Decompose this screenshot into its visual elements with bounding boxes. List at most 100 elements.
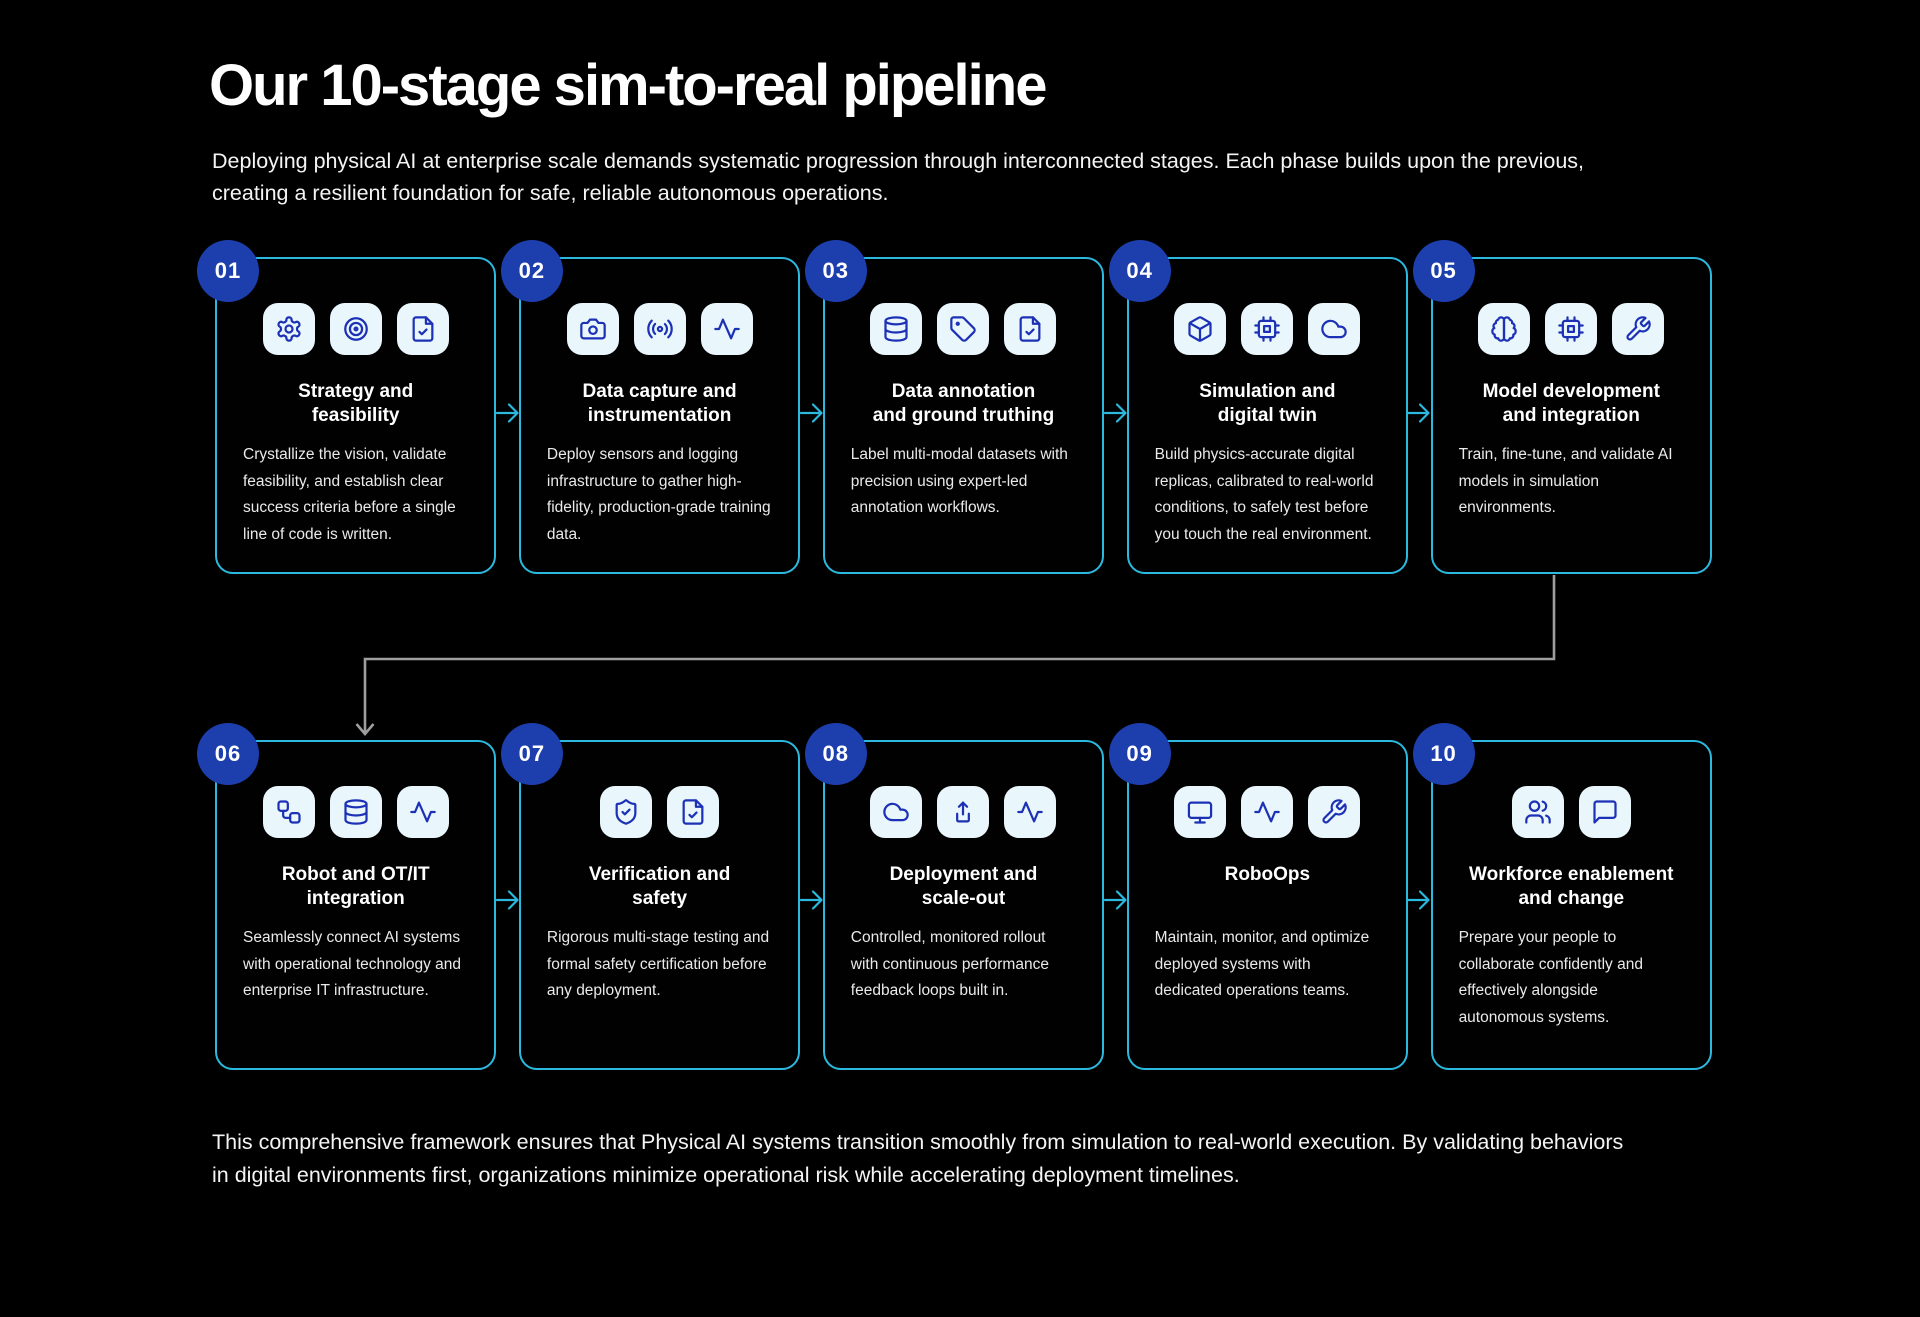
- icon-tile: [1308, 786, 1361, 838]
- icon-tile: [262, 786, 315, 838]
- stage-card-02: 02 Data capture and instrumentation Depl…: [500, 240, 801, 574]
- icon-tile: [329, 303, 382, 355]
- stage-description: Train, fine-tune, and validate AI models…: [1458, 446, 1673, 516]
- target-icon: [343, 317, 368, 341]
- icon-tile: [396, 303, 449, 355]
- monitor-icon: [1188, 801, 1213, 824]
- stage-number-badge: 08: [804, 723, 867, 785]
- stage-card-09: 09 RoboOps Maintain, monitor, and optimi…: [1108, 723, 1409, 1070]
- icon-tile: [1174, 786, 1227, 838]
- icon-tile: [633, 303, 686, 355]
- workflow-icon: [277, 800, 301, 824]
- icon-tile: [329, 786, 382, 838]
- wrench-icon: [1322, 799, 1348, 824]
- icon-tile: [667, 786, 720, 838]
- icon-tile: [870, 303, 923, 355]
- stage-card-03: 03 Data annotation and ground truthing L…: [804, 240, 1105, 574]
- stage-number-badge: 10: [1412, 723, 1475, 785]
- stage-title: Simulation and digital twin: [1199, 381, 1336, 426]
- stage-description: Build physics-accurate digital replicas,…: [1154, 446, 1374, 543]
- stage-description: Crystallize the vision, validate feasibi…: [243, 446, 456, 543]
- stage-number-badge: 03: [804, 240, 867, 302]
- activity-icon: [713, 318, 740, 340]
- chip-icon: [1254, 316, 1281, 342]
- icon-tile-row: [217, 786, 494, 838]
- icon-tile: [870, 786, 923, 838]
- activity-icon: [1017, 801, 1044, 823]
- icon-tile: [1511, 786, 1564, 838]
- icon-tile-row: [825, 786, 1102, 838]
- stage-card-01: 01 Strategy and feasibility Crystallize …: [197, 240, 497, 574]
- broadcast-icon: [646, 319, 673, 339]
- brain-icon: [1491, 316, 1518, 342]
- page-subtitle: Deploying physical AI at enterprise scal…: [212, 149, 1585, 205]
- stage-description: Prepare your people to collaborate confi…: [1458, 929, 1643, 1026]
- stage-number: 06: [214, 741, 242, 766]
- icon-tile-row: [521, 303, 798, 355]
- icon-tile: [396, 786, 449, 838]
- stage-number-badge: 02: [500, 240, 563, 302]
- flow-arrow-icon: [495, 400, 520, 426]
- flow-arrow-icon: [1103, 887, 1128, 913]
- cube-icon: [1188, 316, 1212, 342]
- gear-icon: [277, 316, 301, 342]
- stage-description: Deploy sensors and logging infrastructur…: [546, 446, 771, 543]
- stage-card-08: 08 Deployment and scale-out Controlled, …: [804, 723, 1105, 1070]
- stage-card-05: 05 Model development and integration Tra…: [1412, 240, 1712, 574]
- icon-tile: [1004, 786, 1057, 838]
- file-check-icon: [682, 799, 704, 825]
- stage-description: Controlled, monitored rollout with conti…: [850, 929, 1049, 999]
- stage-description: Label multi-modal datasets with precisio…: [850, 446, 1068, 516]
- flow-arrow-icon: [799, 887, 824, 913]
- stage-card-04: 04 Simulation and digital twin Build phy…: [1108, 240, 1409, 574]
- pipeline-row-2: 06 Robot and OT/IT integration Seamlessl…: [197, 723, 1712, 1070]
- icon-tile: [1004, 303, 1057, 355]
- tag-icon: [950, 316, 977, 342]
- icon-tile: [566, 303, 619, 355]
- icon-tile-row: [521, 786, 798, 838]
- icon-tile: [600, 786, 653, 838]
- icon-tile: [1612, 303, 1665, 355]
- flow-arrow-icon: [1103, 400, 1128, 426]
- page-footer: This comprehensive framework ensures tha…: [212, 1130, 1624, 1187]
- stage-number-badge: 04: [1108, 240, 1171, 302]
- flow-arrow-icon: [495, 887, 520, 913]
- icon-tile: [700, 303, 753, 355]
- stage-number-badge: 06: [197, 723, 259, 785]
- stage-card-10: 10 Workforce enablement and change Prepa…: [1412, 723, 1712, 1070]
- file-check-icon: [1020, 316, 1041, 342]
- icon-tile: [1308, 303, 1361, 355]
- activity-icon: [1254, 801, 1281, 823]
- stage-description: Rigorous multi-stage testing and formal …: [546, 929, 770, 999]
- icon-tile-row: [825, 303, 1102, 355]
- stage-title: RoboOps: [1224, 864, 1311, 885]
- shield-check-icon: [615, 799, 637, 825]
- stage-title: Strategy and feasibility: [298, 381, 414, 426]
- stage-number: 08: [822, 741, 850, 766]
- stage-number: 01: [214, 258, 242, 283]
- icon-tile: [937, 786, 990, 838]
- stage-number: 02: [518, 258, 546, 283]
- flow-arrow-icon: [1407, 400, 1431, 426]
- cloud-icon: [1321, 319, 1348, 339]
- stage-number: 05: [1430, 258, 1457, 283]
- stage-title: Data annotation and ground truthing: [872, 381, 1055, 426]
- icon-tile: [1578, 786, 1631, 838]
- stage-number: 03: [822, 258, 850, 283]
- stage-card-07: 07 Verification and safety Rigorous mult…: [500, 723, 801, 1070]
- stage-number-badge: 01: [197, 240, 259, 302]
- stage-title: Workforce enablement and change: [1469, 864, 1674, 909]
- stage-title: Model development and integration: [1482, 381, 1660, 426]
- flow-arrow-icon: [1407, 887, 1431, 913]
- file-check-icon: [412, 316, 434, 342]
- stage-number: 09: [1126, 741, 1153, 766]
- stage-title: Verification and safety: [588, 864, 731, 909]
- icon-tile-row: [1129, 303, 1406, 355]
- stage-number: 10: [1430, 741, 1457, 766]
- icon-tile-row: [1433, 786, 1710, 838]
- database-icon: [344, 799, 368, 825]
- upload-icon: [956, 801, 971, 823]
- cloud-icon: [883, 802, 910, 822]
- icon-tile-row: [1433, 303, 1710, 355]
- message-square-icon: [1593, 800, 1617, 824]
